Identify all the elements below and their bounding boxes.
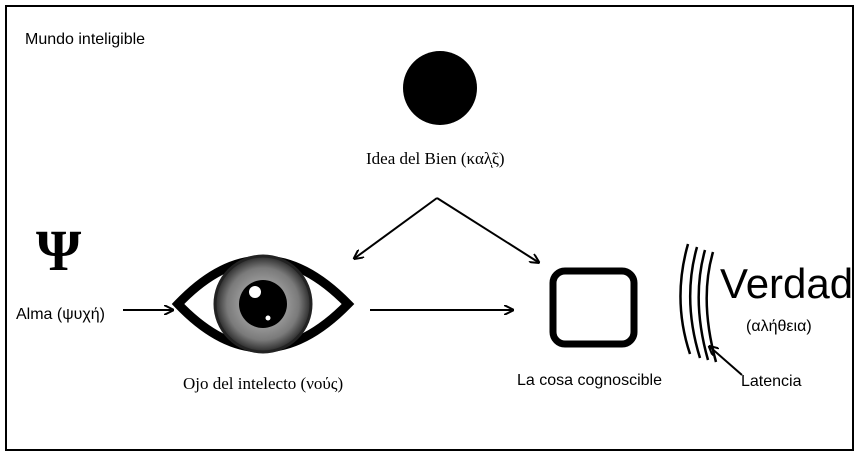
rounded-square-icon bbox=[549, 267, 638, 348]
verdad-label: Verdad bbox=[720, 260, 854, 307]
arrow-idea-to-cosa bbox=[436, 197, 538, 262]
eye-icon bbox=[171, 254, 355, 354]
waves-icon bbox=[679, 243, 718, 363]
alma-label: Alma (ψυχή) bbox=[16, 306, 106, 323]
arrow-idea-to-ojo bbox=[355, 197, 438, 258]
latencia-label: Latencia bbox=[741, 373, 802, 390]
ojo-label: Ojo del intelecto (νούς) bbox=[183, 374, 344, 393]
cosa-label: La cosa cognoscible bbox=[517, 372, 662, 389]
diagram-title: Mundo inteligible bbox=[25, 31, 146, 48]
aletheia-label: (αλήθεια) bbox=[746, 318, 812, 335]
arrow-latencia-to-waves bbox=[710, 347, 743, 376]
sun-circle-icon bbox=[403, 51, 477, 125]
idea-label: Idea del Bien (καλ̃ͅς) bbox=[366, 149, 505, 168]
psi-icon: Ψ bbox=[36, 218, 82, 283]
